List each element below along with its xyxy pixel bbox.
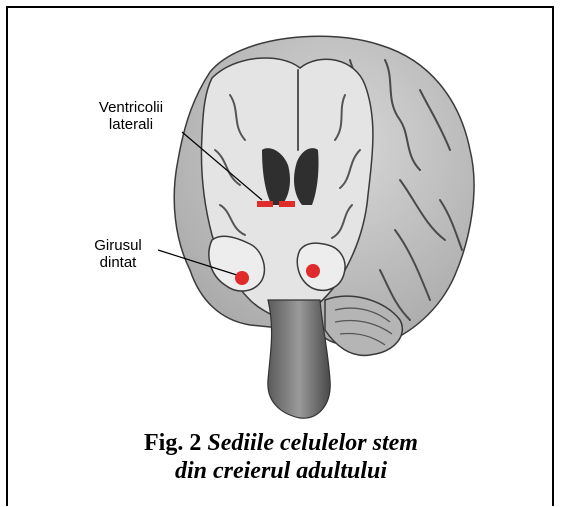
caption-title-part2: din creierul adultului [90,457,472,485]
label-gyrus-line1: Girusul [78,237,158,254]
caption-fig-number: Fig. 2 [144,430,201,456]
caption-title-part1: Sediile celulelor stem [207,430,418,456]
label-ventricle-line1: Ventricolii [82,99,180,116]
label-gyrus-line2: dintat [78,254,158,271]
gyrus-marker-left [235,271,249,285]
label-lateral-ventricles: Ventricolii laterali [82,99,180,133]
figure-caption: Fig. 2 Sediile celulelor stem din creier… [90,429,472,485]
ventricle-marker-left [257,201,273,207]
gyrus-marker-right [306,264,320,278]
caption-line1: Fig. 2 Sediile celulelor stem [90,429,472,457]
label-dentate-gyrus: Girusul dintat [78,237,158,271]
label-ventricle-line2: laterali [82,116,180,133]
ventricle-marker-right [279,201,295,207]
brainstem [268,300,330,418]
